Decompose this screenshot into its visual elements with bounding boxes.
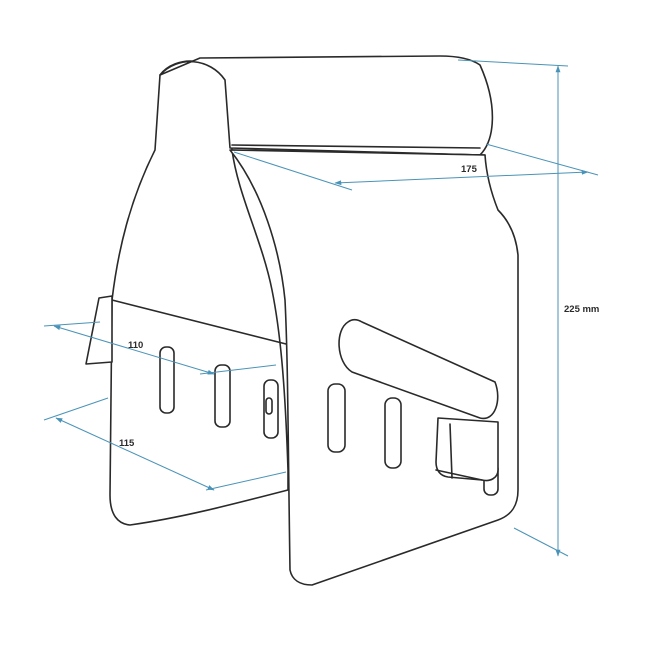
back-slot-3 bbox=[263, 379, 279, 439]
height-ext-bottom bbox=[513, 527, 569, 557]
lever bbox=[338, 318, 499, 420]
depth-upper-label: 110 bbox=[128, 340, 143, 351]
width-ext-right bbox=[485, 143, 599, 176]
back-slot-1 bbox=[159, 346, 175, 414]
back-slot-2 bbox=[214, 364, 231, 428]
top-roll bbox=[159, 55, 494, 156]
lever-clip bbox=[435, 417, 499, 482]
width-dimension-line bbox=[334, 169, 589, 186]
back-slot-3-inner bbox=[265, 397, 273, 415]
height-ext-top bbox=[457, 59, 569, 67]
depth-lower-dimension-line bbox=[55, 417, 215, 491]
front-slot-2 bbox=[384, 397, 402, 469]
back-plate-inner-edge bbox=[111, 299, 291, 346]
width-label: 175 bbox=[461, 164, 478, 175]
depth-upper-ext-left bbox=[43, 321, 101, 327]
front-slot-1 bbox=[327, 383, 346, 453]
depth-lower-label: 115 bbox=[119, 438, 135, 449]
back-tab bbox=[85, 295, 113, 365]
depth-upper-dimension-line bbox=[53, 325, 215, 375]
depth-lower-ext-left bbox=[43, 397, 109, 421]
lever-clip-fold bbox=[435, 423, 483, 481]
height-label: 225 mm bbox=[564, 304, 599, 315]
width-ext-left bbox=[233, 151, 353, 191]
depth-upper-ext-right bbox=[199, 364, 277, 375]
depth-lower-ext-right bbox=[205, 471, 287, 491]
